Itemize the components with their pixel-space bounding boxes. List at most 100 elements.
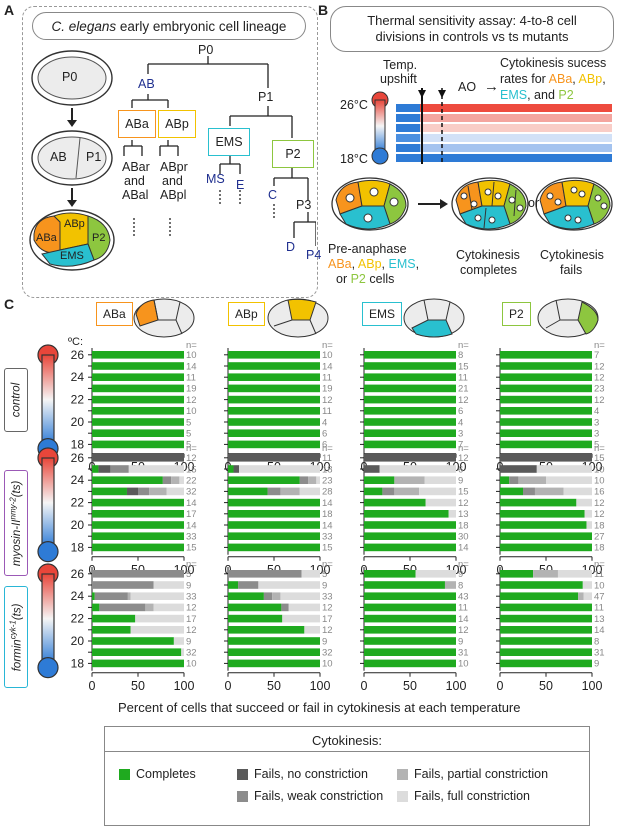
bar-formin-abp-25-seg4 [258, 581, 320, 589]
bar-formin-ems-26-seg0 [364, 570, 416, 578]
n-value-formin-ems-25: 8 [458, 580, 463, 591]
legend-item-weak-constriction: Fails, weak constriction [237, 789, 383, 803]
header-abp-label: ABp [235, 307, 258, 321]
temp-hi-label: 26°C [340, 98, 368, 112]
n-value-control-ems-21: 6 [458, 406, 463, 417]
bar-myosin-ems-23-seg2 [382, 487, 395, 496]
embryo2-p1-label: P1 [86, 150, 102, 164]
cell-p2 [87, 215, 111, 261]
bar-myosin-abp-24-seg0 [228, 476, 300, 484]
n-value-formin-ems-19: 31 [458, 648, 469, 659]
bar-formin-aba-24-seg3 [127, 592, 131, 600]
x-tick-label-formin-p2-0: 0 [497, 679, 504, 693]
ao-arrow: → [484, 78, 499, 95]
n-value-myosin-p2-24: 10 [594, 476, 605, 487]
n-value-myosin-abp-21: 18 [322, 509, 333, 520]
x-axis-title: Percent of cells that succeed or fail in… [118, 700, 521, 715]
tree-abpl: ABpl [160, 188, 187, 202]
y-tick-label-control-20: 20 [71, 415, 85, 429]
n-value-myosin-ems-22: 12 [458, 498, 469, 509]
n-value-control-p2-21: 4 [594, 406, 599, 417]
bar-formin-abp-21-seg4 [304, 626, 320, 634]
n-value-myosin-abp-22: 14 [322, 498, 333, 509]
bar-formin-abp-24-seg0 [228, 592, 264, 600]
bar-control-abp-22-seg0 [228, 395, 320, 404]
assay-diagram [371, 88, 612, 165]
temp-upshift-2: upshift [380, 72, 417, 86]
tree-abar: ABar [122, 160, 150, 174]
rates-line1: Cytokinesis sucess [500, 56, 607, 70]
bar-formin-p2-23-seg0 [500, 603, 592, 612]
n-value-formin-aba-21: 12 [186, 625, 197, 636]
legend-swatch-full-constriction [397, 790, 408, 802]
panel-b-title-line2: divisions in controls vs ts mutants [375, 29, 569, 44]
bar-myosin-p2-24-seg2 [509, 476, 519, 484]
n-header-formin-aba: n= [186, 559, 197, 570]
bar-myosin-ems-21-seg4 [448, 510, 456, 518]
bar-myosin-aba-20-seg0 [92, 521, 184, 529]
bar-control-p2-20-seg0 [500, 418, 592, 426]
bar-formin-ems-23-seg0 [364, 603, 456, 612]
bar-control-aba-21-seg0 [92, 407, 184, 415]
legend-label-completes: Completes [136, 767, 196, 781]
bar-formin-aba-23-seg3 [145, 603, 154, 612]
bar-myosin-abp-23-seg2 [267, 487, 281, 496]
panel-b-title: Thermal sensitivity assay: 4-to-8 cell d… [330, 6, 614, 52]
n-value-formin-ems-18: 10 [458, 659, 469, 670]
bar-myosin-aba-23-seg0 [92, 487, 127, 496]
bar-control-p2-21-seg0 [500, 407, 592, 415]
bar-myosin-abp-23-seg4 [299, 487, 320, 496]
embryo-pre-anaphase [331, 177, 409, 231]
tree-p0-split [147, 56, 269, 88]
bar-myosin-abp-20-seg0 [228, 521, 320, 529]
bar-formin-abp-19-seg0 [228, 648, 320, 656]
n-value-control-abp-23: 19 [322, 384, 333, 395]
bar-myosin-ems-26-seg1 [364, 454, 456, 462]
pre-anaphase-line2: ABa, ABp, EMS, [328, 257, 419, 271]
bar-formin-abp-20-seg0 [228, 637, 320, 645]
outcome-arrow-head [440, 199, 448, 209]
tree-ab-split [131, 94, 169, 108]
y-tick-label-formin-26: 26 [71, 567, 85, 581]
tree-p1: P1 [258, 90, 274, 104]
bar-formin-ems-25-seg3 [444, 581, 456, 589]
tree-e: E [236, 178, 245, 192]
bar-formin-abp-23-seg2 [281, 603, 289, 612]
n-header-control-aba: n= [186, 340, 197, 351]
pre-abp: ABp [357, 257, 382, 271]
bar-control-ems-20-seg0 [364, 418, 456, 426]
n-value-formin-p2-18: 9 [594, 659, 599, 670]
bar-myosin-abp-25-seg1 [233, 465, 240, 473]
y-tick-label-myosin-26: 26 [71, 451, 85, 465]
bar-myosin-ems-18-seg0 [364, 543, 456, 552]
bar-control-abp-18-seg0 [228, 440, 320, 449]
n-value-control-abp-22: 12 [322, 395, 333, 406]
panel-a-frame [22, 6, 318, 298]
bar-formin-aba-22-seg4 [135, 614, 184, 623]
bar-myosin-p2-23-seg2 [523, 487, 535, 496]
bar-control-p2-26-seg0 [500, 351, 592, 359]
bar-control-ems-24-seg0 [364, 373, 456, 381]
temp-unit-label: ºC: [68, 336, 84, 348]
bar-control-ems-26-seg0 [364, 351, 456, 359]
n-value-myosin-ems-26: 12 [458, 453, 469, 464]
n-value-control-aba-19: 5 [186, 429, 191, 440]
y-tick-label-formin-22: 22 [71, 612, 85, 626]
header-ems: EMS [362, 302, 403, 326]
bar-formin-abp-24-seg4 [280, 592, 320, 600]
n-header-formin-p2: n= [594, 559, 605, 570]
n-value-myosin-aba-20: 14 [186, 520, 197, 531]
bar-myosin-aba-24-seg2 [162, 476, 172, 484]
bar-formin-aba-21-seg0 [92, 626, 131, 634]
bar-formin-aba-25-seg2 [92, 581, 154, 589]
bar-formin-abp-26-seg4 [301, 570, 320, 578]
bar-control-p2-25-seg0 [500, 362, 592, 370]
n-value-formin-aba-25: 9 [186, 580, 191, 591]
tree-ems-label: EMS [215, 135, 243, 149]
y-tick-label-myosin-20: 20 [71, 518, 85, 532]
pre-or: or [336, 272, 351, 286]
n-value-control-ems-24: 11 [458, 373, 468, 384]
x-tick-label-formin-aba-100: 100 [174, 679, 195, 693]
bar-myosin-p2-23-seg3 [534, 487, 564, 496]
n-value-control-abp-25: 14 [322, 361, 333, 372]
